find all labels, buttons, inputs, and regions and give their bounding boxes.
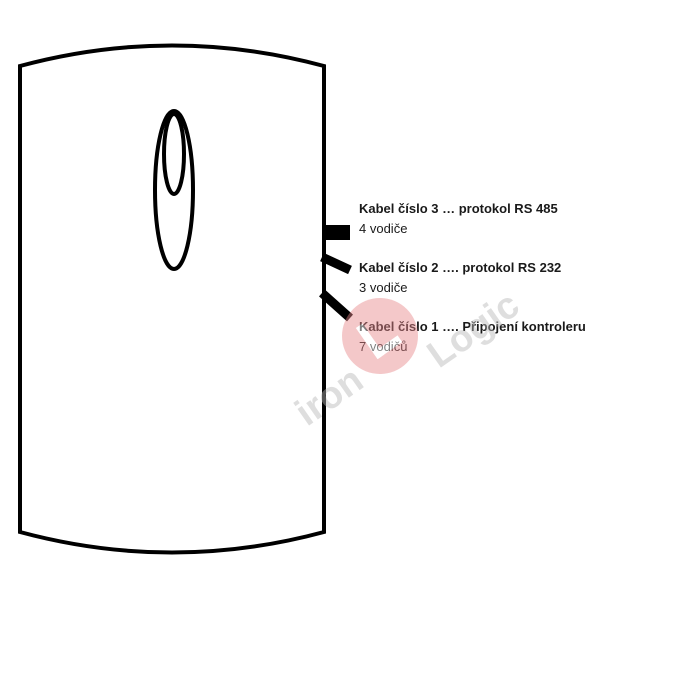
cable-1-wires: 7 vodičů bbox=[359, 339, 408, 354]
cable-1-stub bbox=[319, 289, 353, 322]
led-window-outer bbox=[153, 109, 195, 271]
cable-3-stub bbox=[324, 225, 350, 240]
led-window-inner bbox=[162, 112, 186, 196]
cable-3-wires: 4 vodiče bbox=[359, 221, 408, 236]
cable-3-title: Kabel číslo 3 … protokol RS 485 bbox=[359, 201, 558, 216]
cable-2-wires: 3 vodiče bbox=[359, 280, 408, 295]
cable-1-title: Kabel číslo 1 …. Připojení kontroleru bbox=[359, 319, 586, 334]
reader-body-outline bbox=[18, 43, 326, 555]
cable-2-title: Kabel číslo 2 …. protokol RS 232 bbox=[359, 260, 562, 275]
cable-2-stub bbox=[320, 252, 352, 275]
